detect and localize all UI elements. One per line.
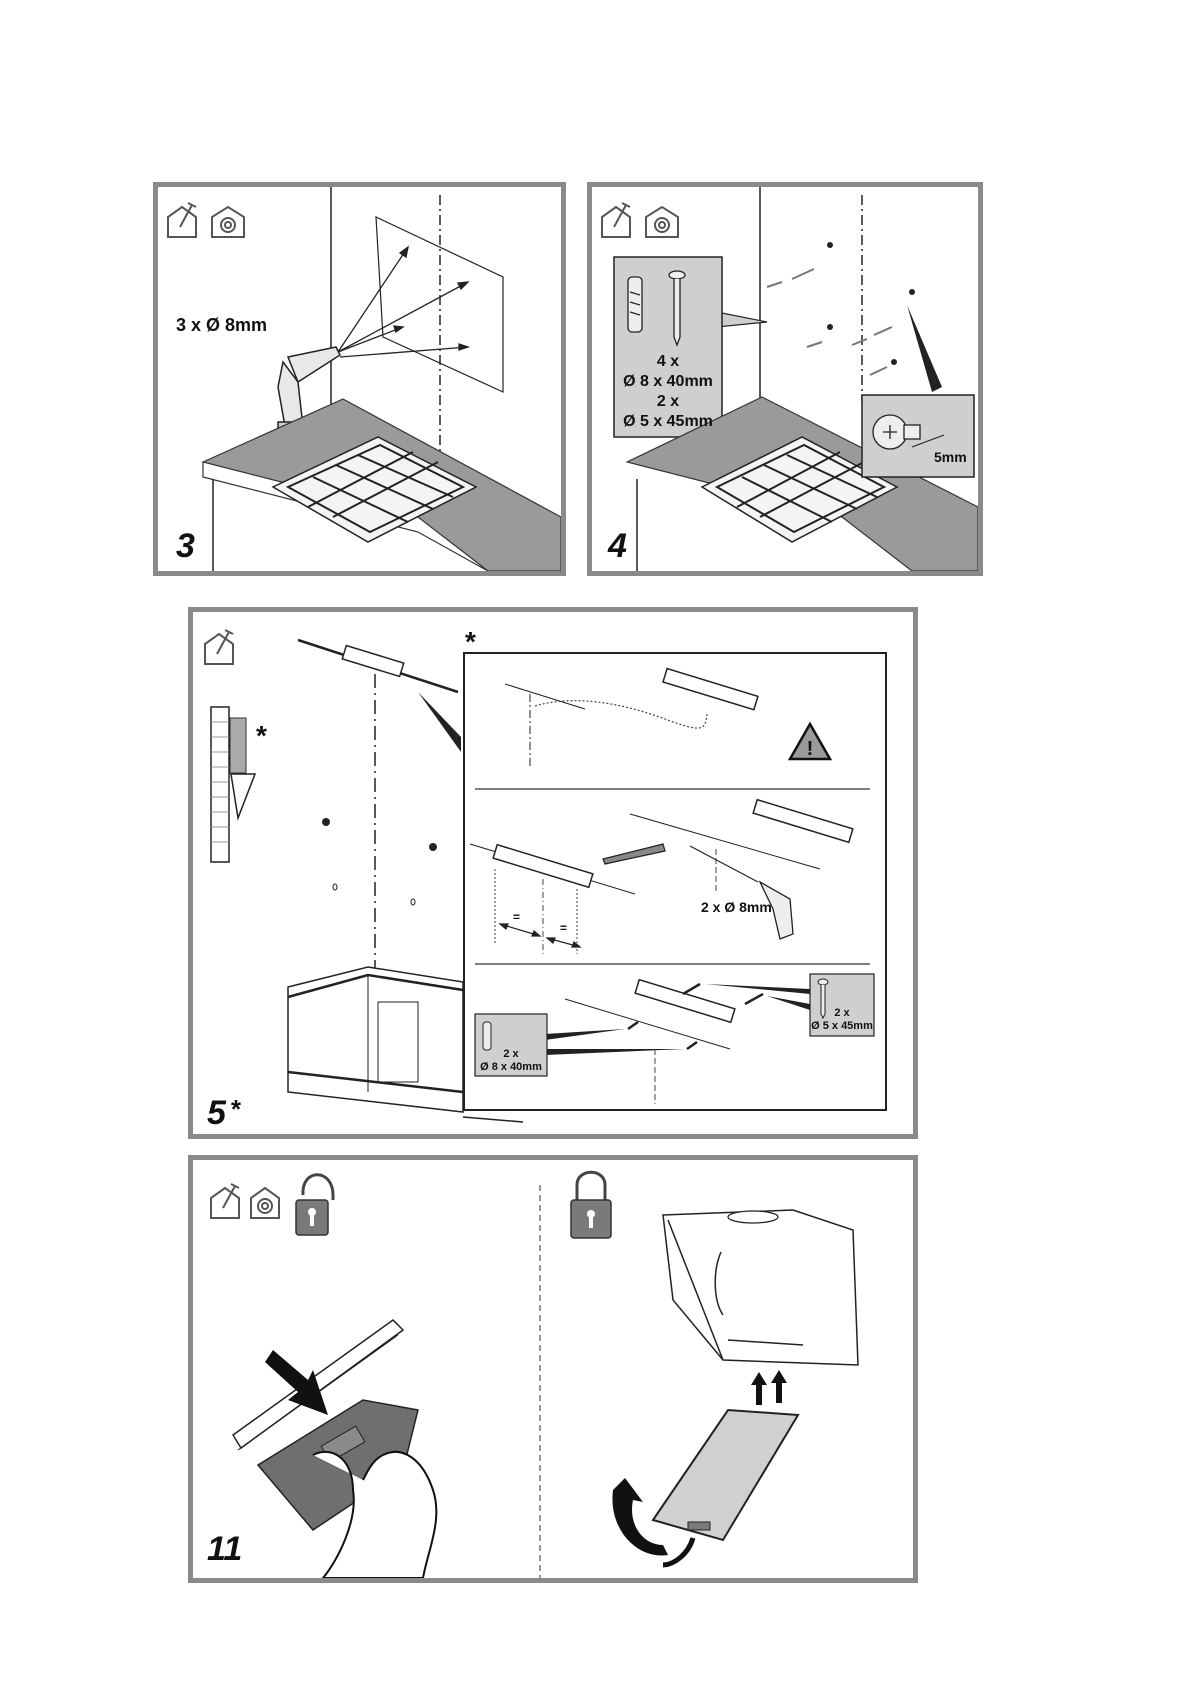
detail-drill-spec-label: 2 x Ø 8mm (701, 899, 772, 915)
screws-size: Ø 5 x 45mm (811, 1020, 873, 1032)
detail-asterisk: * (465, 626, 476, 657)
plug-count: 4 x (656, 353, 680, 370)
step-11-panel: 11 (188, 1155, 918, 1583)
grease-filter-icon (651, 1408, 800, 1542)
house-install-icon (167, 202, 197, 238)
step-number: 4 (608, 527, 627, 565)
push-arrow-icon (265, 1350, 328, 1415)
chimney-wall-icon (210, 706, 257, 863)
bracket-detail-box: ! (463, 652, 887, 1111)
step-3-panel: 3 x Ø 8mm 3 (153, 182, 566, 576)
step-5-panel: ! (188, 607, 918, 1139)
drill-icon (758, 880, 794, 940)
house-recirculation-icon (250, 1186, 280, 1219)
screw-head-detail-icon (872, 414, 921, 450)
screw-count: 2 x (656, 393, 680, 410)
plugs-callout: 2 x Ø 8 x 40mm (475, 1048, 547, 1074)
drill-spec-label: 3 x Ø 8mm (176, 315, 268, 335)
bracket-detail-illustration: ! (469, 667, 875, 1104)
step-number-suffix: * (229, 1094, 241, 1124)
plug-size: Ø 8 x 40mm (623, 373, 713, 390)
cooker-hood-icon (662, 1209, 859, 1366)
step-3-illustration (167, 187, 561, 571)
step-11-illustration (210, 1170, 859, 1578)
screw-icon (668, 270, 686, 347)
step-4-panel: 4 x Ø 8 x 40mm 2 x Ø 5 x 45mm 5mm 4 (587, 182, 983, 576)
step-number-value: 5 (207, 1094, 226, 1132)
screws-count: 2 x (834, 1007, 850, 1019)
hand-icon (312, 1450, 438, 1578)
gap-label: 5mm (934, 449, 967, 465)
step-number: 3 (176, 527, 195, 565)
parts-callout: 4 x Ø 8 x 40mm 2 x Ø 5 x 45mm (614, 352, 722, 432)
wall-plug-icon (627, 276, 643, 333)
house-recirculation-icon (645, 205, 679, 238)
screw-size: Ø 5 x 45mm (623, 413, 713, 430)
equal-mark-left: = (513, 910, 521, 924)
house-install-icon (204, 629, 234, 665)
gas-hob-icon (700, 436, 899, 543)
screw-icon (817, 978, 829, 1020)
house-recirculation-icon (211, 205, 245, 238)
plugs-size: Ø 8 x 40mm (480, 1061, 542, 1073)
step-number: 5* (207, 1094, 240, 1133)
step-4-illustration (601, 187, 978, 571)
padlock-open-icon (295, 1173, 335, 1236)
wall-plug-icon (482, 1021, 492, 1051)
house-install-icon (210, 1183, 240, 1219)
chimney-asterisk: * (256, 720, 267, 751)
plugs-count: 2 x (503, 1048, 519, 1060)
equal-mark-right: = (560, 921, 568, 935)
house-install-icon (601, 202, 631, 238)
pencil-icon (602, 843, 666, 865)
padlock-closed-icon (570, 1170, 612, 1239)
step-number: 11 (207, 1530, 243, 1568)
upward-arrows-icon (751, 1370, 787, 1405)
warning-triangle-icon: ! (787, 721, 833, 761)
svg-text:!: ! (807, 738, 814, 760)
screws-callout: 2 x Ø 5 x 45mm (810, 1007, 874, 1033)
gas-hob-icon (271, 436, 478, 543)
rotate-arrow-icon (608, 1478, 696, 1568)
